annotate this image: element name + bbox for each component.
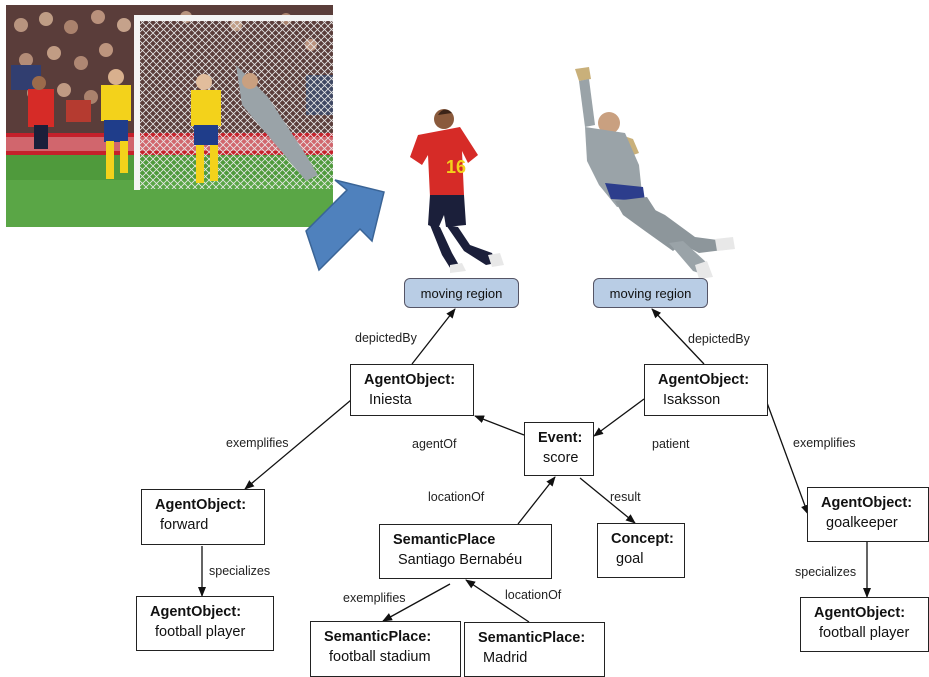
isaksson-cutout: [565, 65, 740, 280]
node-value: football player: [155, 624, 246, 640]
label-exemplifies-place: exemplifies: [343, 591, 406, 605]
node-bernabeu: SemanticPlace Santiago Bernabéu: [379, 524, 552, 579]
node-type: SemanticPlace:: [478, 630, 586, 646]
label-location-of-madrid: locationOf: [505, 588, 562, 602]
node-event: Event: score: [524, 422, 594, 476]
node-value: Iniesta: [369, 392, 412, 408]
node-type: Event:: [538, 430, 583, 446]
node-value: Isaksson: [663, 392, 721, 408]
node-value: Madrid: [483, 650, 528, 666]
moving-region-right: moving region: [593, 278, 708, 308]
node-madrid: SemanticPlace: Madrid: [464, 622, 605, 677]
node-value: forward: [160, 517, 209, 533]
label-depicted-by-right: depictedBy: [688, 332, 750, 346]
node-football-player-right: AgentObject: football player: [800, 597, 929, 652]
label-agent-of: agentOf: [412, 437, 457, 451]
label-depicted-by-left: depictedBy: [355, 331, 417, 345]
node-goalkeeper: AgentObject: goalkeeper: [807, 487, 929, 542]
node-football-player-left: AgentObject: football player: [136, 596, 274, 651]
node-value: goalkeeper: [826, 515, 898, 531]
moving-region-left: moving region: [404, 278, 519, 308]
node-isaksson: AgentObject: Isaksson: [644, 364, 768, 416]
node-value: score: [543, 450, 579, 466]
label-specializes-left: specializes: [209, 564, 271, 578]
node-value: Santiago Bernabéu: [398, 552, 523, 568]
node-type: SemanticPlace:: [324, 629, 432, 645]
node-type: AgentObject:: [155, 497, 247, 513]
node-value: football player: [819, 625, 910, 641]
label-specializes-right: specializes: [795, 565, 857, 579]
iniesta-cutout: 16: [400, 105, 510, 275]
node-iniesta: AgentObject: Iniesta: [350, 364, 474, 416]
label-exemplifies-left: exemplifies: [226, 436, 289, 450]
node-type: AgentObject:: [364, 372, 456, 388]
match-photo: [6, 5, 333, 227]
svg-text:16: 16: [446, 157, 466, 177]
node-value: goal: [616, 551, 644, 567]
node-type: AgentObject:: [821, 495, 913, 511]
node-type: AgentObject:: [814, 605, 906, 621]
node-forward: AgentObject: forward: [141, 489, 265, 545]
node-goal: Concept: goal: [597, 523, 685, 578]
node-value: football stadium: [329, 649, 431, 665]
label-location-of-event: locationOf: [428, 490, 485, 504]
label-exemplifies-right: exemplifies: [793, 436, 856, 450]
node-type: SemanticPlace: [393, 532, 496, 548]
node-type: AgentObject:: [658, 372, 750, 388]
node-type: Concept:: [611, 531, 674, 547]
node-football-stadium: SemanticPlace: football stadium: [310, 621, 461, 677]
label-patient: patient: [652, 437, 690, 451]
label-result: result: [610, 490, 641, 504]
node-type: AgentObject:: [150, 604, 242, 620]
